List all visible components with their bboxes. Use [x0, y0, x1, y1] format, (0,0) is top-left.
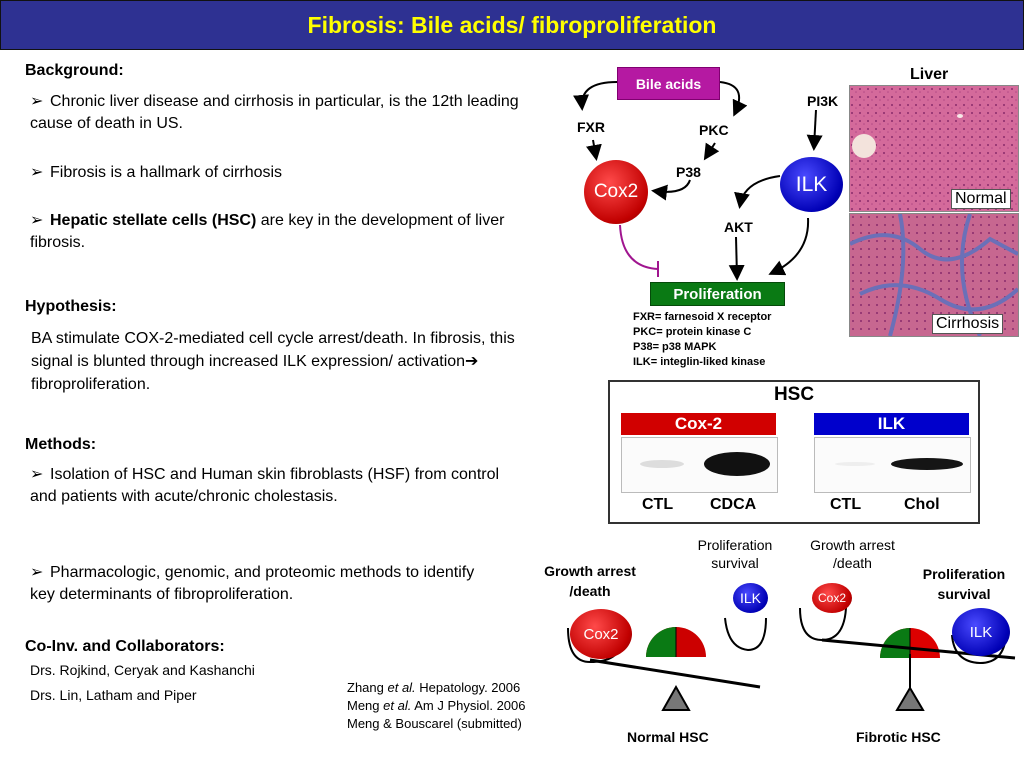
background-bullet-1: ➢Chronic liver disease and cirrhosis in …: [30, 91, 520, 135]
right-ilk-label: ILK: [969, 623, 993, 641]
normal-hsc-label: Normal HSC: [627, 729, 709, 745]
arrow-p38-cox2: [651, 179, 691, 201]
ilk-blot-bands: [835, 458, 963, 470]
legend-p38: P38= p38 MAPK: [633, 341, 717, 353]
bullet-text: Fibrosis is a hallmark of cirrhosis: [50, 164, 283, 181]
ilk-band-header: ILK: [814, 413, 969, 435]
fxr-label: FXR: [577, 119, 605, 135]
bullet-bold-text: Hepatic stellate cells (HSC): [50, 212, 257, 229]
right-proliferation-label: Proliferation survival: [922, 566, 1006, 602]
pkc-label: PKC: [699, 122, 729, 138]
hypothesis-text: BA stimulate COX-2-mediated cell cycle a…: [31, 327, 526, 396]
balance-scales: [567, 607, 1016, 711]
arrow-ilk-akt: [734, 175, 781, 209]
bullet-text: are key in the development of liver fibr…: [30, 212, 505, 251]
cox2-blot: [621, 437, 778, 493]
hsc-panel: HSC Cox-2 ILK CTL CDCA CTL Chol: [608, 380, 980, 524]
lane-ctl-2: CTL: [830, 496, 862, 513]
bullet-arrow-icon: ➢: [30, 164, 44, 181]
cox2-band-header: Cox-2: [621, 413, 776, 435]
bile-acids-box: Bile acids: [617, 67, 720, 100]
cirrhosis-tag: Cirrhosis: [932, 314, 1004, 334]
collaborators-line-1: Drs. Rojkind, Ceryak and Kashanchi: [30, 662, 255, 678]
reference-1: Zhang et al. Hepatology. 2006: [347, 680, 521, 695]
methods-bullet-1: ➢Isolation of HSC and Human skin fibrobl…: [30, 464, 520, 508]
hypothesis-heading: Hypothesis:: [25, 298, 117, 315]
arrow-right-icon: ➔: [465, 353, 479, 370]
hypothesis-end: fibroproliferation.: [31, 376, 151, 393]
arrow-ilk-prolif: [768, 217, 810, 276]
arrow-pi3k-ilk: [806, 109, 823, 151]
fibrotic-hsc-label: Fibrotic HSC: [856, 729, 941, 745]
bullet-arrow-icon: ➢: [30, 93, 44, 110]
cox2-circle: Cox2: [584, 160, 648, 224]
cox2-blot-bands: [640, 452, 770, 476]
collaborators-heading: Co-Inv. and Collaborators:: [25, 638, 225, 655]
arrow-akt-prolif: [728, 236, 745, 281]
liver-title: Liver: [910, 66, 949, 83]
hsc-title: HSC: [773, 384, 815, 405]
arrow-bile-fxr: [573, 81, 618, 111]
lane-ctl-1: CTL: [642, 496, 674, 513]
pathway-arrows: [573, 81, 823, 281]
right-cox2-circle: Cox2: [812, 583, 852, 613]
legend-pkc: PKC= protein kinase C: [633, 326, 752, 338]
legend-fxr: FXR= farnesoid X receptor: [633, 311, 772, 323]
hypothesis-body: BA stimulate COX-2-mediated cell cycle a…: [31, 330, 515, 370]
bullet-text: Chronic liver disease and cirrhosis in p…: [30, 93, 519, 132]
background-bullet-3: ➢ Hepatic stellate cells (HSC) are key in…: [30, 210, 520, 254]
cox2-label: Cox2: [593, 181, 639, 202]
fibrotic-hsc-scale: [799, 607, 1016, 711]
page-title: Fibrosis: Bile acids/ fibroproliferation: [307, 11, 717, 38]
legend-ilk: ILK= integlin-liked kinase: [633, 356, 766, 368]
methods-bullet-2: ➢Pharmacologic, genomic, and proteomic m…: [30, 562, 500, 606]
background-heading: Background:: [25, 62, 124, 79]
right-ilk-circle: ILK: [952, 608, 1010, 656]
proliferation-box: Proliferation: [650, 282, 785, 306]
pathway-legend: FXR= farnesoid X receptor PKC= protein k…: [633, 310, 771, 370]
ilk-blot: [814, 437, 971, 493]
left-cox2-label: Cox2: [583, 625, 619, 643]
reference-3: Meng & Bouscarel (submitted): [347, 716, 522, 731]
left-cox2-circle: Cox2: [570, 609, 632, 659]
right-cox2-label: Cox2: [817, 591, 846, 605]
left-ilk-circle: ILK: [733, 583, 768, 613]
lane-chol: Chol: [904, 496, 940, 513]
bullet-text: Isolation of HSC and Human skin fibrobla…: [30, 466, 500, 505]
collaborators-line-2: Drs. Lin, Latham and Piper: [30, 687, 197, 703]
inhibit-cox2-prolif: [619, 224, 659, 270]
left-growth-arrest-label: Growth arrest /death: [544, 563, 636, 599]
left-ilk-label: ILK: [739, 590, 761, 606]
normal-hsc-scale: [567, 617, 767, 711]
akt-label: AKT: [724, 219, 753, 235]
reference-2: Meng et al. Am J Physiol. 2006: [347, 698, 526, 713]
bullet-arrow-icon: ➢: [30, 564, 44, 581]
left-proliferation-note: Proliferation survival: [697, 537, 773, 571]
right-growth-note: Growth arrest /death: [810, 537, 895, 571]
pi3k-label: PI3K: [807, 93, 839, 109]
ilk-label: ILK: [795, 172, 828, 196]
methods-heading: Methods:: [25, 436, 97, 453]
arrow-bile-pkc: [719, 81, 748, 117]
bullet-arrow-icon: ➢: [30, 212, 44, 229]
title-bar: Fibrosis: Bile acids/ fibroproliferation: [0, 0, 1024, 50]
arrow-pkc-p38: [703, 142, 720, 161]
bullet-arrow-icon: ➢: [30, 466, 44, 483]
background-bullet-2: ➢ Fibrosis is a hallmark of cirrhosis: [30, 162, 520, 184]
ilk-circle: ILK: [780, 157, 843, 212]
p38-label: P38: [676, 164, 701, 180]
lane-cdca: CDCA: [710, 496, 757, 513]
normal-tag: Normal: [951, 189, 1011, 209]
references: Zhang et al. Hepatology. 2006 Meng et al…: [347, 679, 526, 733]
bullet-text: Pharmacologic, genomic, and proteomic me…: [30, 564, 475, 603]
arrow-fxr-cox2: [586, 139, 602, 161]
